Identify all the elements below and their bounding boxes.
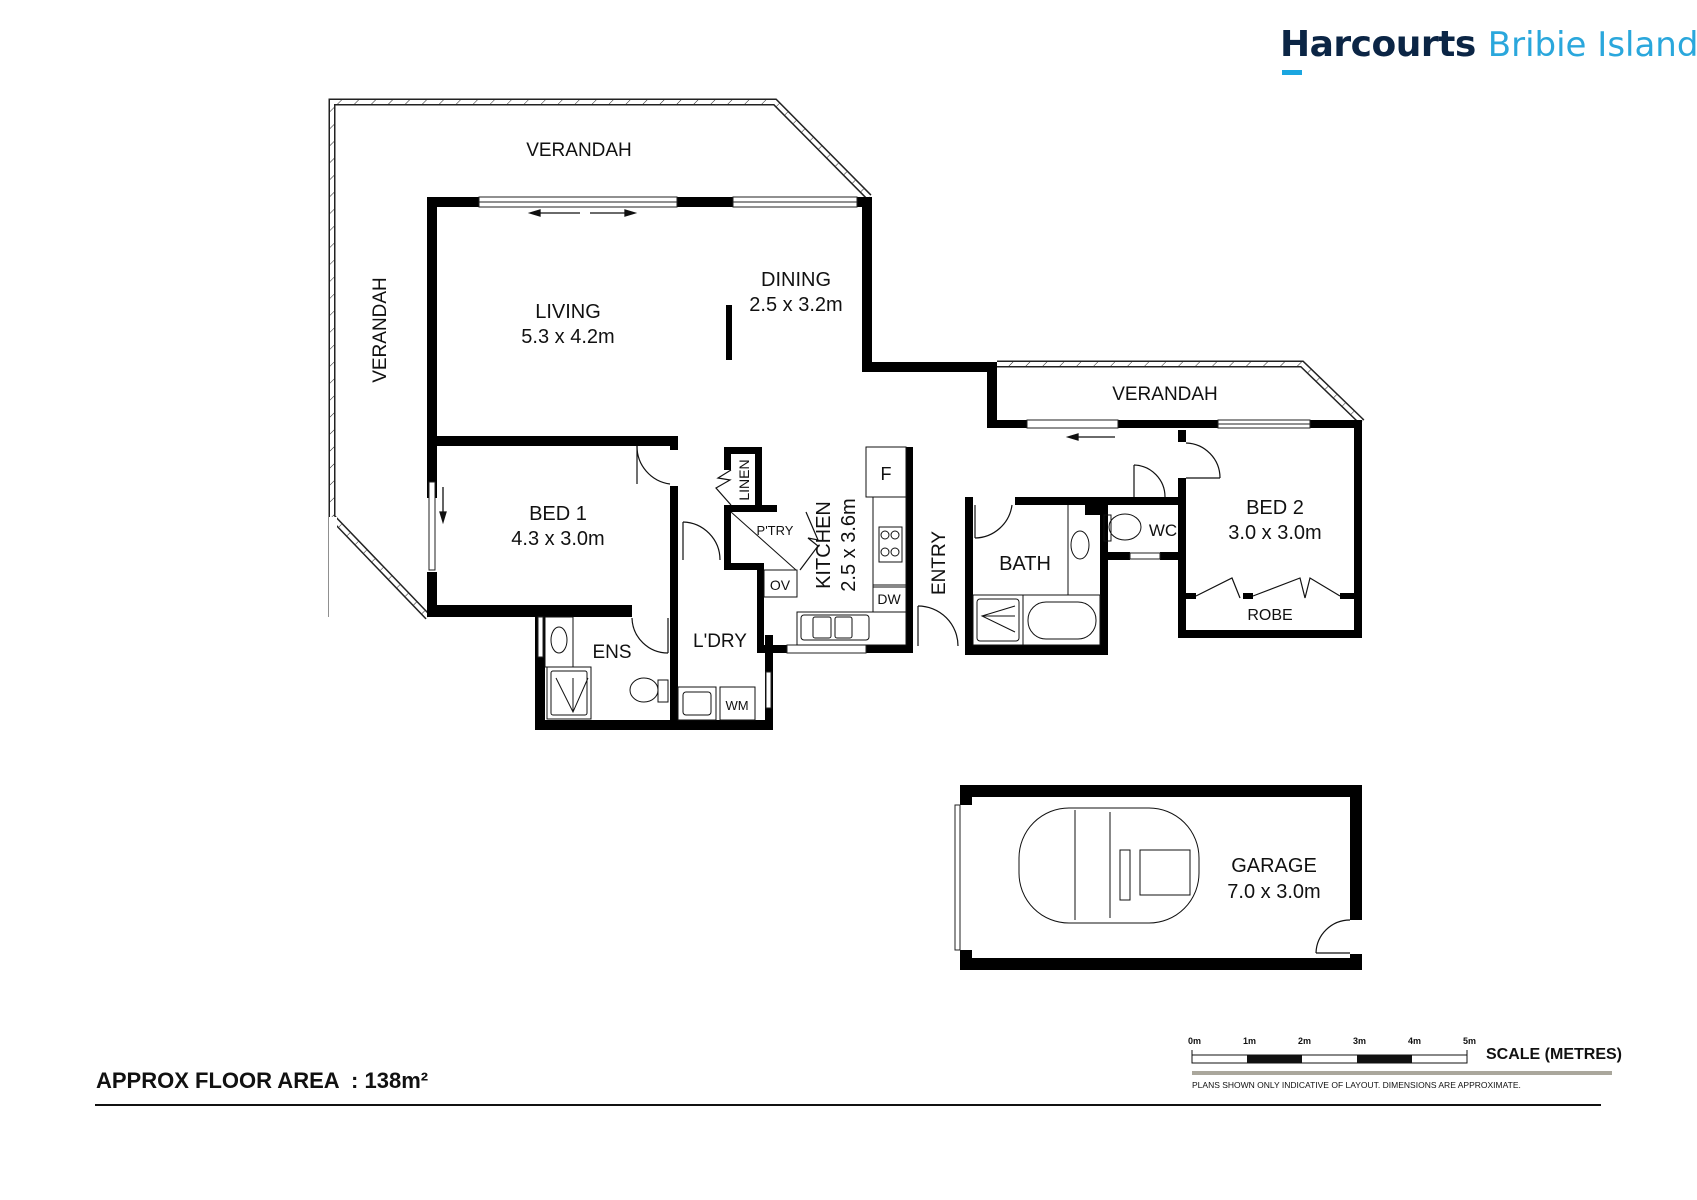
harcourts-logo: Harcourts Bribie Island (1280, 24, 1697, 76)
laundry-label: L'DRY (693, 631, 747, 652)
disclaimer: PLANS SHOWN ONLY INDICATIVE OF LAYOUT. D… (1192, 1080, 1521, 1090)
logo-brand-text: Harcourts (1280, 24, 1476, 65)
dining-size: 2.5 x 3.2m (749, 294, 842, 316)
living-size: 5.3 x 4.2m (521, 326, 614, 348)
pantry-label: P'TRY (757, 523, 794, 538)
garage-label: GARAGE (1231, 855, 1317, 877)
kitchen-label: KITCHEN (813, 501, 835, 589)
kitchen-size: 2.5 x 3.6m (838, 498, 860, 591)
fridge-label: F (881, 464, 892, 484)
living-label: LIVING (535, 301, 601, 323)
verandah-railing (328, 98, 872, 620)
logo-underline-accent (1282, 70, 1302, 75)
scale-tick-3: 3m (1353, 1036, 1367, 1046)
floor-area-label: APPROX FLOOR AREA : 138m² (96, 1068, 429, 1093)
oven-label: OV (770, 577, 791, 593)
room-labels: VERANDAH VERANDAH VERANDAH LIVING 5.3 x … (370, 140, 1322, 903)
bed2-size: 3.0 x 3.0m (1228, 522, 1321, 544)
dishwasher-label: DW (877, 591, 901, 607)
washing-machine-label: WM (725, 698, 748, 713)
scale-tick-4: 4m (1408, 1036, 1422, 1046)
verandah-right-label: VERANDAH (1112, 384, 1218, 405)
sliding-door-arrows (439, 209, 1115, 525)
logo-brand: Harcourts (1280, 24, 1476, 75)
scale-tick-1: 1m (1243, 1036, 1257, 1046)
scale-tick-0: 0m (1188, 1036, 1202, 1046)
scale-tick-5: 5m (1463, 1036, 1477, 1046)
bed1-size: 4.3 x 3.0m (511, 528, 604, 550)
verandah-right-railing (997, 360, 1365, 425)
garage-size: 7.0 x 3.0m (1227, 881, 1320, 903)
entry-label: ENTRY (929, 531, 950, 595)
scale-tick-2: 2m (1298, 1036, 1312, 1046)
door-swings (631, 442, 1351, 954)
linen-label: LINEN (736, 459, 752, 500)
bath-label: BATH (999, 553, 1051, 575)
logo-office: Bribie Island (1487, 25, 1697, 65)
bed1-label: BED 1 (529, 503, 587, 525)
robe-label: ROBE (1247, 607, 1292, 624)
fixtures (544, 446, 1200, 924)
verandah-top-label: VERANDAH (526, 140, 632, 161)
bed2-label: BED 2 (1246, 497, 1304, 519)
footer-rule (95, 1104, 1601, 1106)
dining-label: DINING (761, 269, 831, 291)
ens-label: ENS (592, 642, 631, 663)
windows (428, 196, 1311, 951)
scale-title: SCALE (METRES) (1486, 1046, 1622, 1063)
scale-bar (1191, 1050, 1612, 1075)
wc-label: WC (1149, 521, 1177, 540)
verandah-left-label: VERANDAH (370, 277, 391, 383)
